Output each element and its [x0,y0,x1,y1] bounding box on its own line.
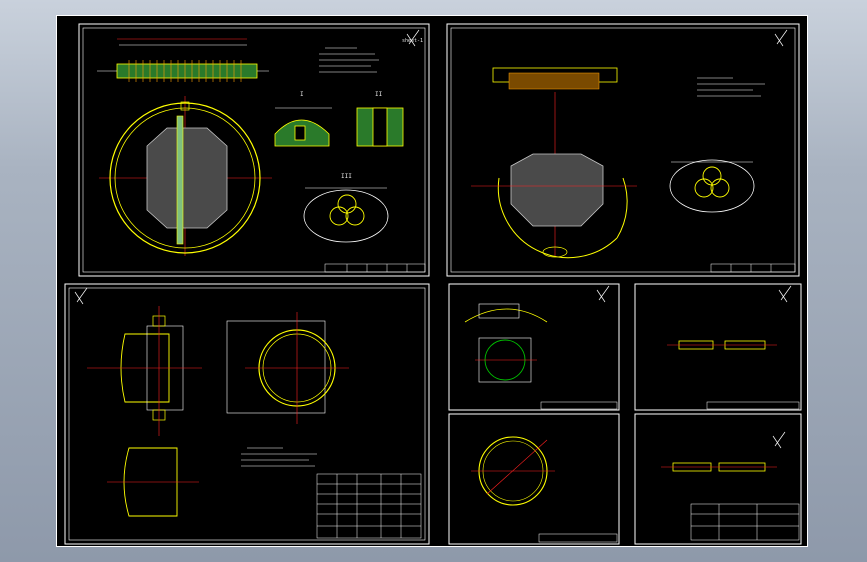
sheet-border [78,23,430,277]
tie-rod-detail [667,340,777,350]
sheet-2[interactable] [446,23,800,277]
section-III-detail: III [303,173,389,243]
tube-bundle-plan [471,153,637,259]
sheet-border [448,413,620,545]
sheet-border [634,413,802,545]
title-block [540,401,618,410]
notes-block [241,447,317,467]
north-arrow-icon: sheet-1 [402,29,423,47]
title-block [706,401,800,410]
shell-lower-view [107,447,199,517]
tubesheet-plan-view [99,96,272,256]
cad-drawing[interactable]: sheet-1 [57,16,809,548]
svg-text:I: I [300,91,304,98]
shell-elevation [87,306,202,436]
title-block [324,263,426,273]
section-II-detail: II [356,91,404,147]
sheet-border [448,283,620,411]
section-detail-oval [669,159,755,213]
north-arrow-icon [778,285,792,303]
title-block [538,533,618,543]
title-block [710,263,796,273]
technical-notes [319,47,379,73]
svg-text:sheet-1: sheet-1 [402,38,423,44]
north-arrow-icon [772,431,786,449]
rod-detail [661,462,777,472]
sheet-border [446,23,800,277]
sheet-inner-border [450,27,796,273]
svg-text:III: III [341,173,352,180]
sheet-4[interactable] [448,283,620,411]
sheet-border [64,283,430,545]
north-arrow-icon [774,29,788,47]
tubesheet-elevation [97,38,269,82]
sheet-6[interactable] [448,413,620,545]
title-block [316,473,422,539]
north-arrow-icon [74,287,88,305]
svg-text:II: II [375,91,383,98]
tube-bundle-elevation [492,67,618,256]
north-arrow-icon [596,285,610,303]
sheet-inner-border [68,287,426,541]
notes-block [697,77,765,97]
section-I-detail: I [274,91,332,147]
sheet-1[interactable]: sheet-1 [78,23,430,277]
sheet-5[interactable] [634,283,802,411]
sheet-border [634,283,802,411]
shell-cross-section [226,312,349,424]
sheet-3[interactable] [64,283,430,545]
saddle-detail [464,303,548,383]
title-block [690,503,800,541]
sheet-inner-border [82,27,426,273]
drawing-canvas[interactable]: sheet-1 [56,15,808,547]
sheet-7[interactable] [634,413,802,545]
baffle-detail [471,436,555,506]
